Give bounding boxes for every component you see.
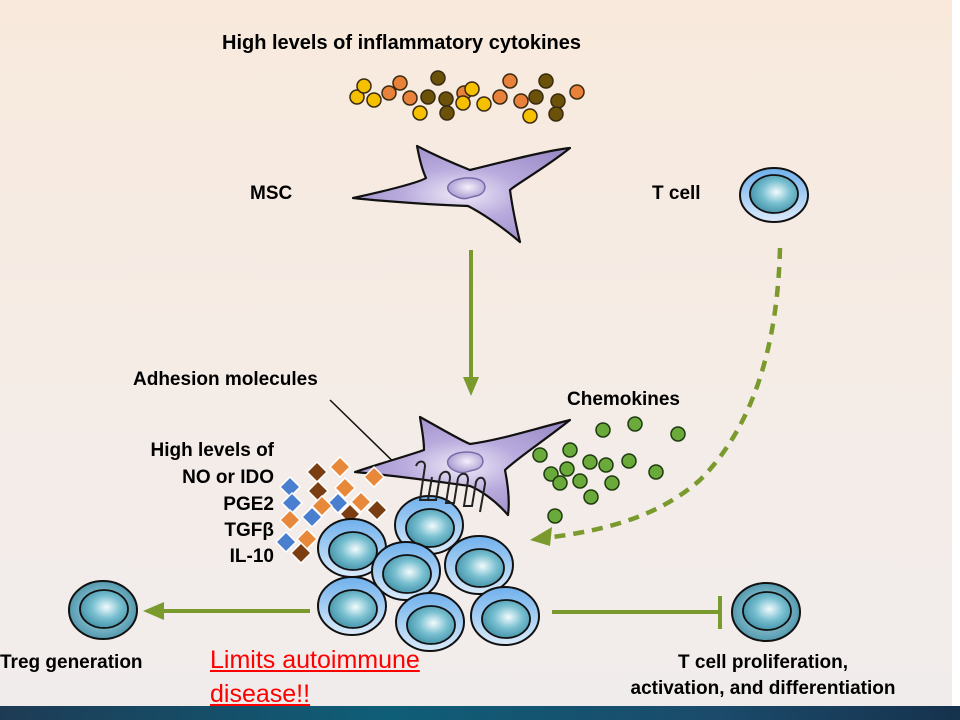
cytokine-dot — [438, 91, 454, 107]
factor-diamond — [333, 476, 357, 500]
cytokine-dot — [569, 84, 585, 100]
factor-diamond — [274, 530, 298, 554]
chemokines-label: Chemokines — [567, 389, 680, 410]
t-cell — [317, 576, 387, 636]
cytokine-dot — [366, 92, 382, 108]
inhibited-t-cell-icon — [731, 582, 801, 642]
chemokine-dot — [627, 416, 643, 432]
chemokine-dot — [532, 447, 548, 463]
factor-diamond — [280, 491, 304, 515]
chemokine-dot — [582, 454, 598, 470]
t-cell — [470, 586, 540, 646]
treg-generation-arrowhead — [143, 602, 164, 620]
cytokine-dot — [548, 106, 564, 122]
chemokine-dot — [670, 426, 686, 442]
chemokine-dot — [604, 475, 620, 491]
cytokine-dot — [455, 95, 471, 111]
cytokine-dot — [522, 108, 538, 124]
t-cell-cluster — [317, 495, 540, 652]
cytokine-dot — [430, 70, 446, 86]
t-cell-outcome-line2: activation, and differentiation — [630, 678, 896, 699]
chemokine-dot — [562, 442, 578, 458]
cytokine-dot — [476, 96, 492, 112]
chemokine-dot — [595, 422, 611, 438]
factor-diamond — [305, 460, 329, 484]
t-cell-icon — [739, 167, 809, 223]
cytokine-dot — [513, 93, 529, 109]
msc-label: MSC — [250, 183, 293, 204]
t-cell-nucleus — [328, 589, 378, 629]
t-cell-nucleus — [382, 554, 432, 594]
cytokine-dot — [538, 73, 554, 89]
cytokine-dot — [502, 73, 518, 89]
t-cell-nucleus — [406, 605, 456, 645]
factor-diamond — [289, 541, 313, 565]
t-cell-outcome-line1: T cell proliferation, — [678, 652, 848, 673]
factor-tgfb-label: TGFβ — [224, 520, 274, 541]
t-cell-label: T cell — [652, 183, 701, 204]
cytokine-dot — [349, 89, 365, 105]
cytokine-dot — [402, 90, 418, 106]
cytokine-cluster — [349, 70, 585, 124]
factor-diamond — [362, 465, 386, 489]
slide-edge — [952, 0, 960, 706]
factor-diamond — [278, 508, 302, 532]
adhesion-molecules-label: Adhesion molecules — [133, 369, 318, 390]
cytokine-dot — [412, 105, 428, 121]
factor-diamond — [328, 455, 352, 479]
t-cell-nucleus — [328, 531, 378, 571]
annotation-line1: Limits autoimmune — [210, 646, 420, 674]
msc-cell-icon — [351, 144, 572, 244]
cytokine-dot — [492, 89, 508, 105]
footer-bar — [0, 706, 960, 720]
t-cell-nucleus — [455, 548, 505, 588]
t-cell — [444, 535, 514, 595]
t-cell — [395, 592, 465, 652]
cytokine-dot — [420, 89, 436, 105]
cytokine-dot — [550, 93, 566, 109]
annotation-line2: disease!! — [210, 680, 311, 708]
chemokine-dot — [552, 475, 568, 491]
chemokine-dot — [583, 489, 599, 505]
adhesion-molecule-icon — [415, 460, 487, 513]
treg-generation-label: Treg generation — [0, 652, 143, 673]
factor-diamond — [310, 494, 334, 518]
chemokine-dot — [572, 473, 588, 489]
soluble-factor-cluster — [274, 455, 389, 565]
cytokine-dot — [439, 105, 455, 121]
chemokine-dot — [648, 464, 664, 480]
t-cell — [371, 541, 441, 601]
treg-cell-icon — [68, 580, 138, 640]
cytokine-dot — [381, 85, 397, 101]
cytokine-dot — [464, 81, 480, 97]
msc-activation-arrowhead — [463, 377, 479, 396]
activated-msc-icon — [353, 415, 572, 517]
autoimmune-annotation: Limits autoimmune disease!! — [210, 643, 420, 711]
chemokine-dot — [543, 466, 559, 482]
chemokine-dot — [598, 457, 614, 473]
t-cell-nucleus — [405, 508, 455, 548]
chemokine-dot — [559, 461, 575, 477]
factors-header-line2: NO or IDO — [182, 467, 274, 488]
factor-diamond — [349, 490, 373, 514]
chemokine-dot — [621, 453, 637, 469]
factor-diamond — [365, 498, 389, 522]
t-cell-recruitment-arrowhead — [530, 527, 552, 546]
cytokine-dot — [392, 75, 408, 91]
factor-diamond — [326, 491, 350, 515]
diagram-title: High levels of inflammatory cytokines — [222, 32, 581, 54]
t-cell — [394, 495, 464, 555]
chemokine-dot — [547, 508, 563, 524]
factor-pge2-label: PGE2 — [223, 494, 274, 515]
factors-header-line1: High levels of — [150, 440, 274, 461]
factor-il10-label: IL-10 — [229, 546, 274, 567]
t-cell-nucleus — [481, 599, 531, 639]
cytokine-dot — [528, 89, 544, 105]
cytokine-dot — [356, 78, 372, 94]
